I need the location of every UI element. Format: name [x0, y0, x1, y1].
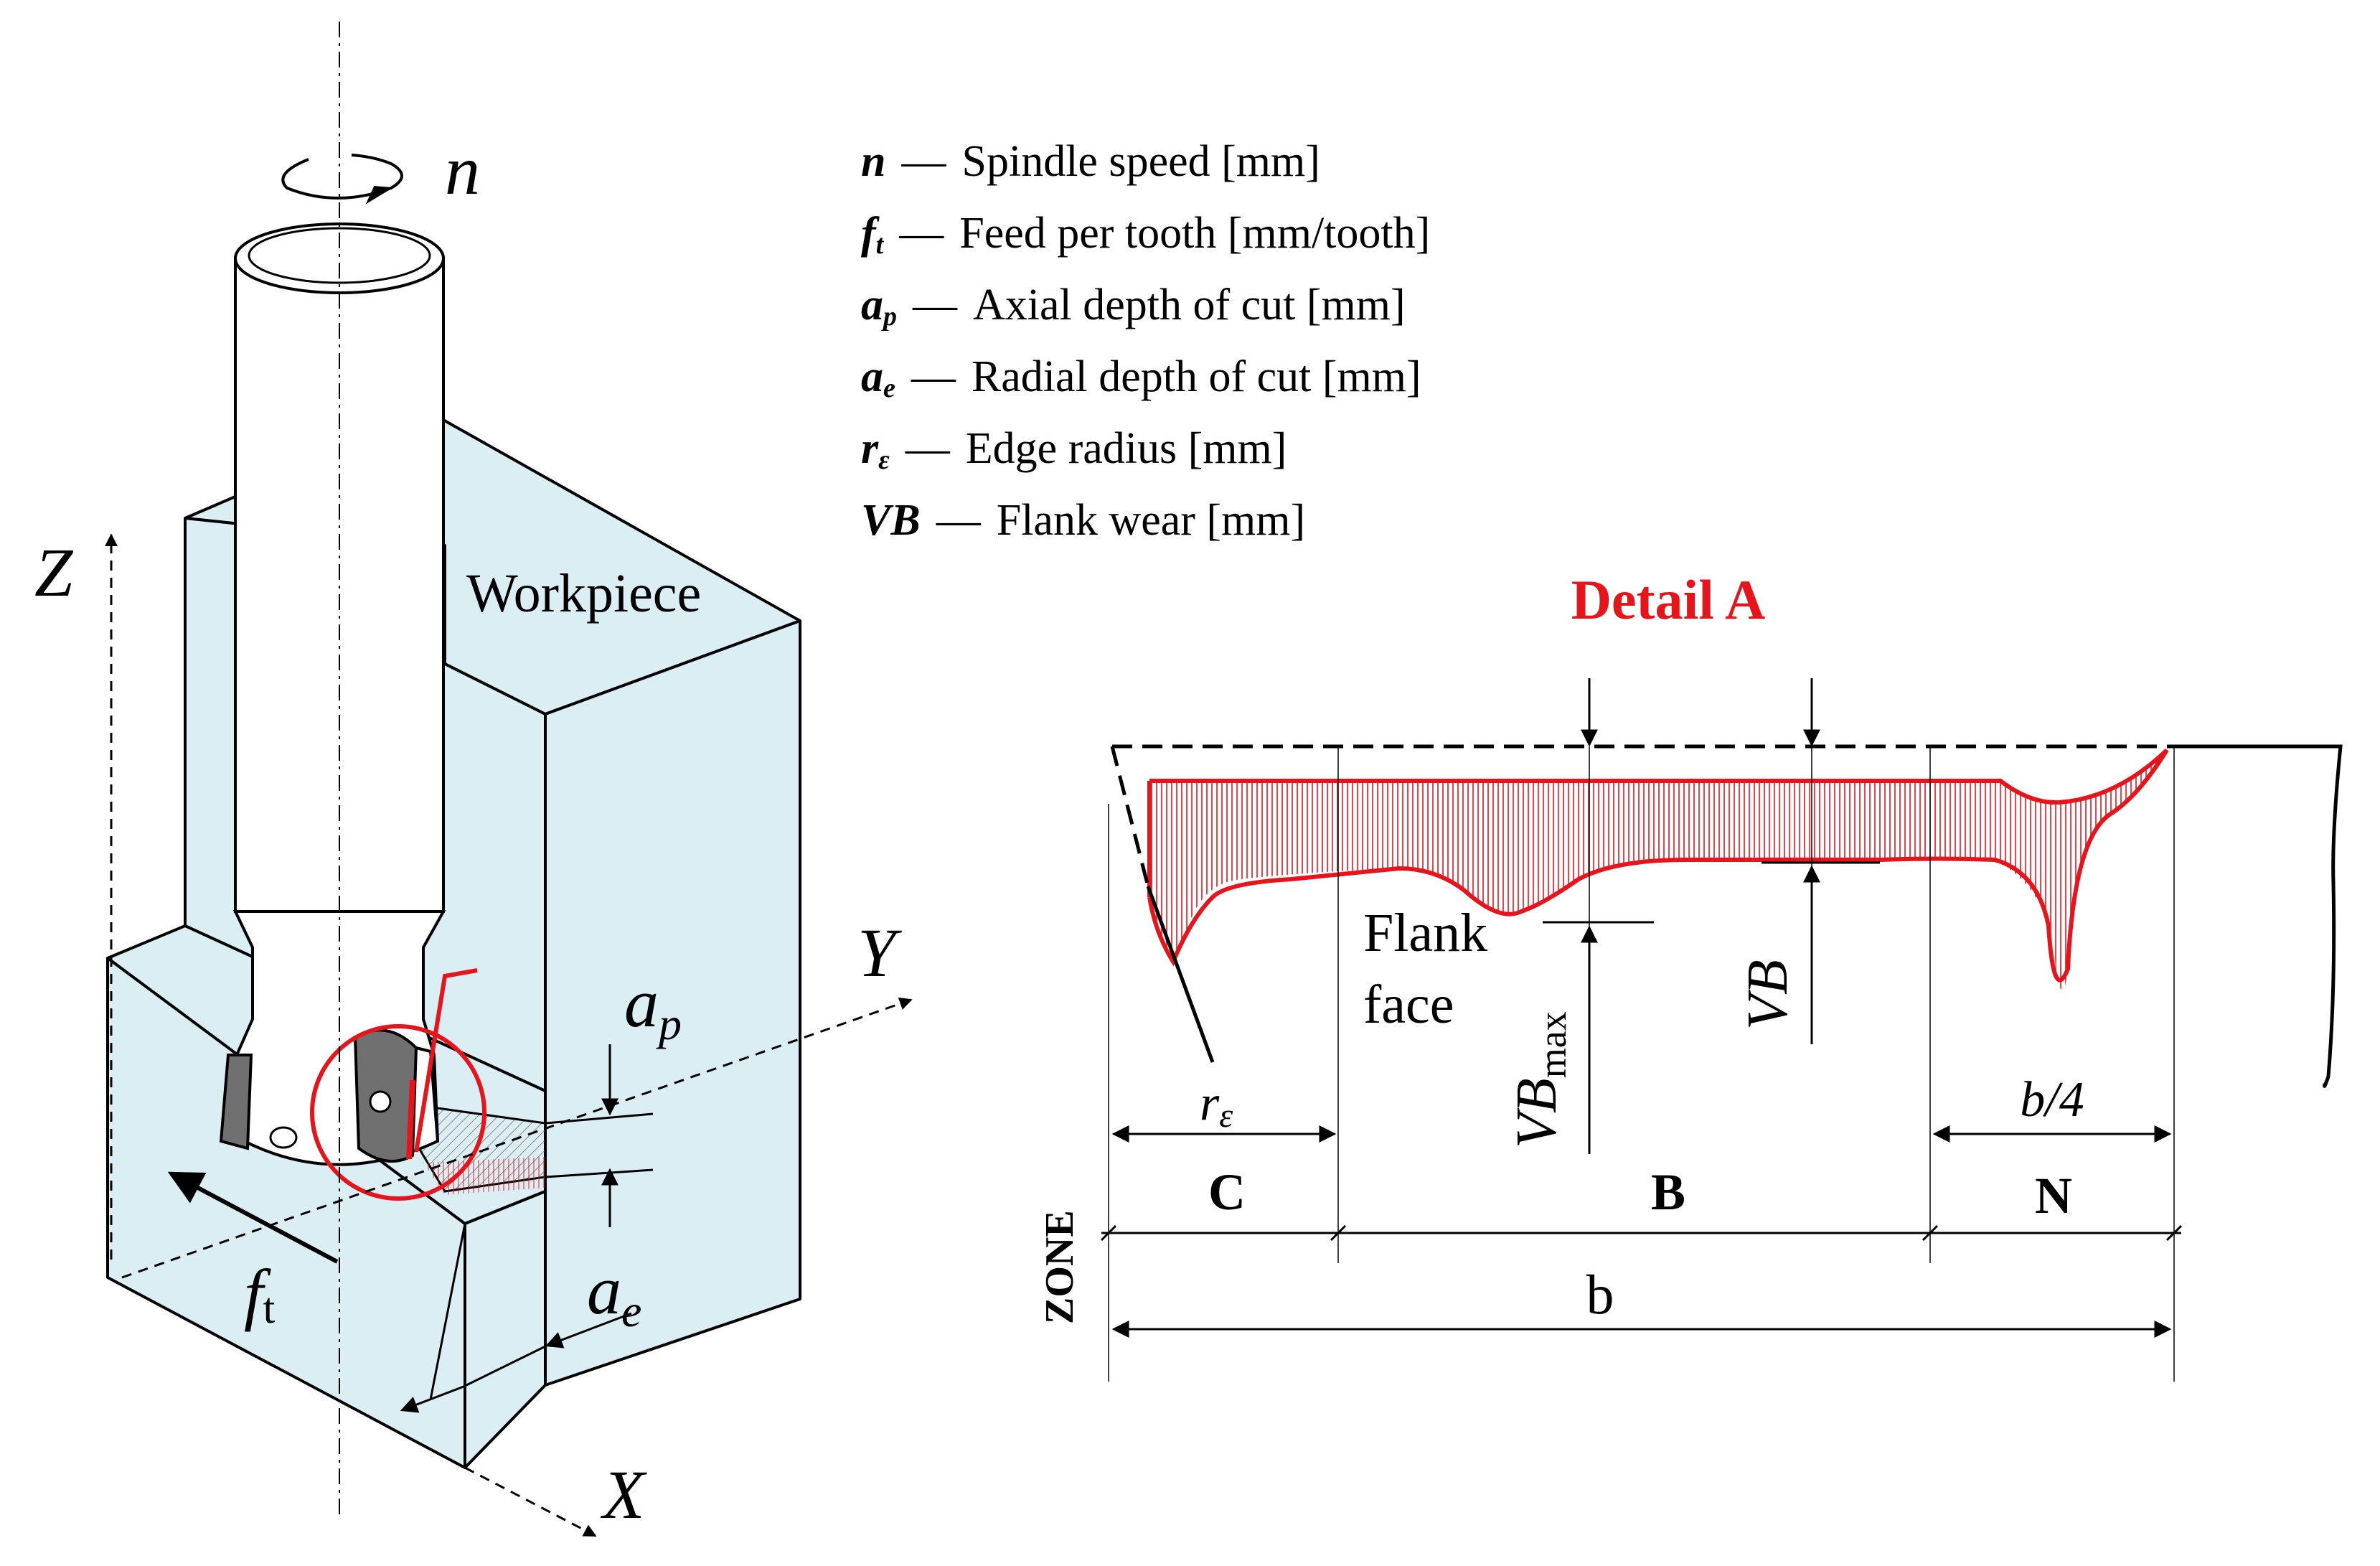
legend-subscript: t [876, 230, 885, 260]
axial-depth-label: ap [624, 965, 682, 1049]
tool-insert-left [219, 1054, 253, 1150]
legend-symbol: a [861, 352, 883, 401]
r-eps-label: rε [1200, 1076, 1233, 1135]
detail-a-title: Detail A [1571, 568, 1766, 631]
legend: n—Spindle speed [mm]ft—Feed per tooth [m… [861, 137, 1430, 545]
legend-item: ap — Axial depth of cut [mm] [861, 281, 1406, 332]
legend-description: Flank wear [mm] [997, 496, 1305, 545]
b-quarter-label: b/4 [2020, 1072, 2084, 1127]
legend-item: ae — Radial depth of cut [mm] [861, 352, 1421, 403]
legend-description: Axial depth of cut [mm] [973, 281, 1406, 329]
workpiece-label: Workpiece [466, 563, 701, 624]
legend-subscript: ε [878, 445, 890, 475]
tool-outline [2167, 744, 2343, 1088]
y-axis [121, 997, 913, 1279]
feed-label: ft [244, 1255, 276, 1332]
legend-item: n — Spindle speed [mm] [861, 137, 1320, 186]
zone-n-label: N [2035, 1167, 2072, 1224]
wear-lower-boundary [1147, 749, 2169, 983]
rotation-arrow-icon [281, 154, 403, 205]
zone-axis-label: ZONE [1038, 1210, 1082, 1324]
cutting-edge-red [406, 1079, 415, 1160]
x-axis [464, 1466, 597, 1537]
legend-dash: — [900, 137, 946, 186]
detail-a-circle [310, 1024, 486, 1201]
wear-land [1149, 750, 2167, 990]
feed-arrow [167, 1171, 339, 1264]
cut-slot-red [423, 1157, 545, 1195]
legend-dash: — [912, 281, 958, 329]
legend-dash: — [905, 424, 951, 473]
flank-face-label: Flank face [1363, 903, 1501, 1035]
tool [219, 222, 446, 1166]
legend-symbol: n [861, 137, 885, 186]
legend-dash: — [936, 496, 982, 545]
legend-item: VB — Flank wear [mm] [861, 496, 1305, 545]
legend-dash: — [898, 209, 944, 258]
legend-symbol: r [861, 424, 879, 473]
spindle-speed-label: n [445, 132, 480, 210]
legend-description: Radial depth of cut [mm] [972, 352, 1421, 401]
b-label: b [1586, 1263, 1614, 1326]
rake-edge [1146, 886, 1215, 1063]
legend-symbol: VB [861, 496, 921, 545]
radial-depth-label: ae [587, 1252, 641, 1336]
legend-subscript: p [881, 301, 897, 332]
legend-dash: — [911, 352, 956, 401]
legend-item: ft—Feed per tooth [mm/tooth] [861, 209, 1430, 260]
workpiece-right-face [464, 1190, 547, 1469]
z-axis-label: Z [34, 534, 74, 611]
insert-screw [369, 1090, 392, 1113]
legend-description: Feed per tooth [mm/tooth] [959, 209, 1430, 258]
detail-a: Detail A F [1038, 568, 2343, 1382]
y-axis-label: Y [857, 914, 902, 991]
legend-symbol: a [861, 281, 883, 329]
tool-hole [269, 1126, 298, 1149]
milling-setup: n Z Y X Workpiece ft ap [34, 22, 913, 1537]
legend-subscript: e [883, 373, 895, 403]
zone-b-label: B [1651, 1163, 1685, 1221]
zone-c-label: C [1208, 1163, 1246, 1221]
legend-description: Spindle speed [mm] [961, 137, 1320, 186]
radial-depth-dimension [400, 1191, 632, 1413]
legend-description: Edge radius [mm] [966, 424, 1287, 473]
zone-ticks [1100, 1224, 2183, 1242]
detail-a-leader [414, 968, 478, 1153]
vb-label: VB [1736, 960, 1800, 1030]
x-axis-label: X [600, 1456, 647, 1533]
axial-depth-dimension [545, 1044, 654, 1227]
wear-boundary [1149, 748, 2169, 805]
vb-dimension-lines [1543, 678, 1880, 1154]
legend-item: rε — Edge radius [mm] [861, 424, 1287, 475]
vbmax-label: VBmax [1505, 1011, 1574, 1148]
